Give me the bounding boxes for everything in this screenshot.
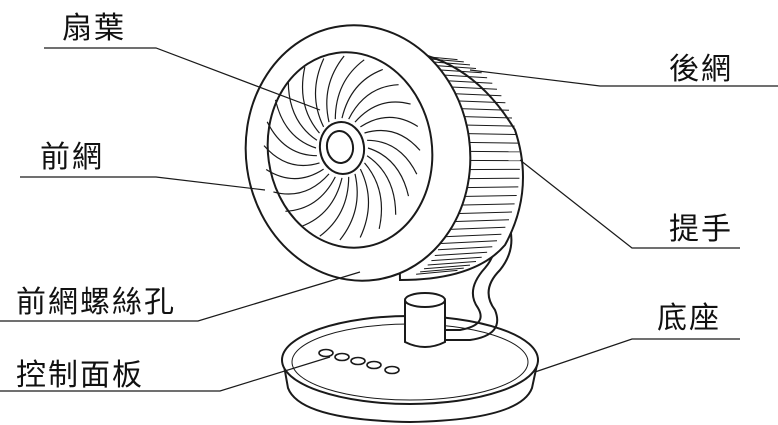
fan-blade: [287, 81, 318, 141]
rear-fin: [450, 211, 513, 215]
hub-inner: [325, 130, 355, 164]
fan-blade: [314, 58, 325, 128]
fan-blade: [301, 66, 320, 134]
fan-blade: [348, 84, 399, 120]
fan-blade: [266, 121, 317, 157]
leader-base: [534, 338, 740, 373]
control-button: [318, 348, 334, 358]
label-control-panel: 控制面板: [16, 358, 144, 393]
fan-blade: [364, 162, 383, 230]
rear-fin: [423, 264, 471, 270]
leader-front: [20, 176, 266, 191]
fan-blade: [274, 99, 317, 149]
rear-fin: [441, 240, 498, 244]
fan-blade: [339, 173, 358, 241]
control-buttons: [318, 348, 400, 375]
rear-fin: [420, 267, 464, 273]
stem-top: [404, 292, 446, 308]
hub: [318, 121, 366, 175]
label-fan-blade: 扇葉: [62, 11, 126, 46]
leader-rear: [469, 69, 778, 87]
fan-blade: [366, 155, 397, 215]
control-button: [334, 352, 350, 362]
leader-panel: [0, 356, 331, 392]
fan-blade: [319, 176, 350, 237]
base-side: [282, 359, 539, 424]
fan-blade: [354, 101, 411, 123]
rear-fin: [448, 219, 510, 223]
fan-blade: [273, 173, 330, 195]
fan-blade: [326, 55, 345, 123]
base-drawing: [281, 315, 539, 424]
label-base: 底座: [657, 301, 721, 336]
label-front-grille-screw-hole: 前網螺絲孔: [16, 285, 176, 320]
fan-blade: [360, 116, 419, 128]
fan-blade: [334, 59, 365, 120]
rear-fin: [443, 233, 502, 238]
stem: [404, 292, 446, 348]
rear-fin: [446, 226, 506, 230]
leader-lines: [0, 47, 778, 392]
rear-fin: [416, 269, 458, 275]
control-button: [384, 365, 400, 375]
fan-blade: [367, 139, 418, 175]
fan-blade: [364, 129, 421, 151]
control-button: [350, 356, 366, 366]
fan-blades: [263, 55, 421, 241]
handle-outer: [445, 214, 513, 341]
rear-fin: [427, 261, 477, 266]
leader-handle: [519, 159, 740, 249]
rear-fin: [434, 251, 488, 256]
stem-neck: [404, 300, 446, 348]
leader-screw: [0, 271, 361, 322]
fan-blade: [341, 68, 384, 119]
rear-fin: [437, 246, 493, 251]
control-button: [366, 360, 382, 370]
fan-blade: [300, 177, 343, 228]
fan-blade: [285, 176, 336, 212]
label-front-grille: 前網: [40, 140, 104, 175]
label-rear-grille: 後網: [669, 52, 733, 87]
rear-fin: [431, 256, 482, 262]
fan-blade: [263, 145, 320, 166]
fan-blade: [367, 147, 410, 197]
label-handle: 提手: [669, 212, 733, 247]
fan-blade: [265, 168, 324, 180]
leader-blade: [44, 47, 321, 111]
fan-blade: [359, 168, 370, 238]
